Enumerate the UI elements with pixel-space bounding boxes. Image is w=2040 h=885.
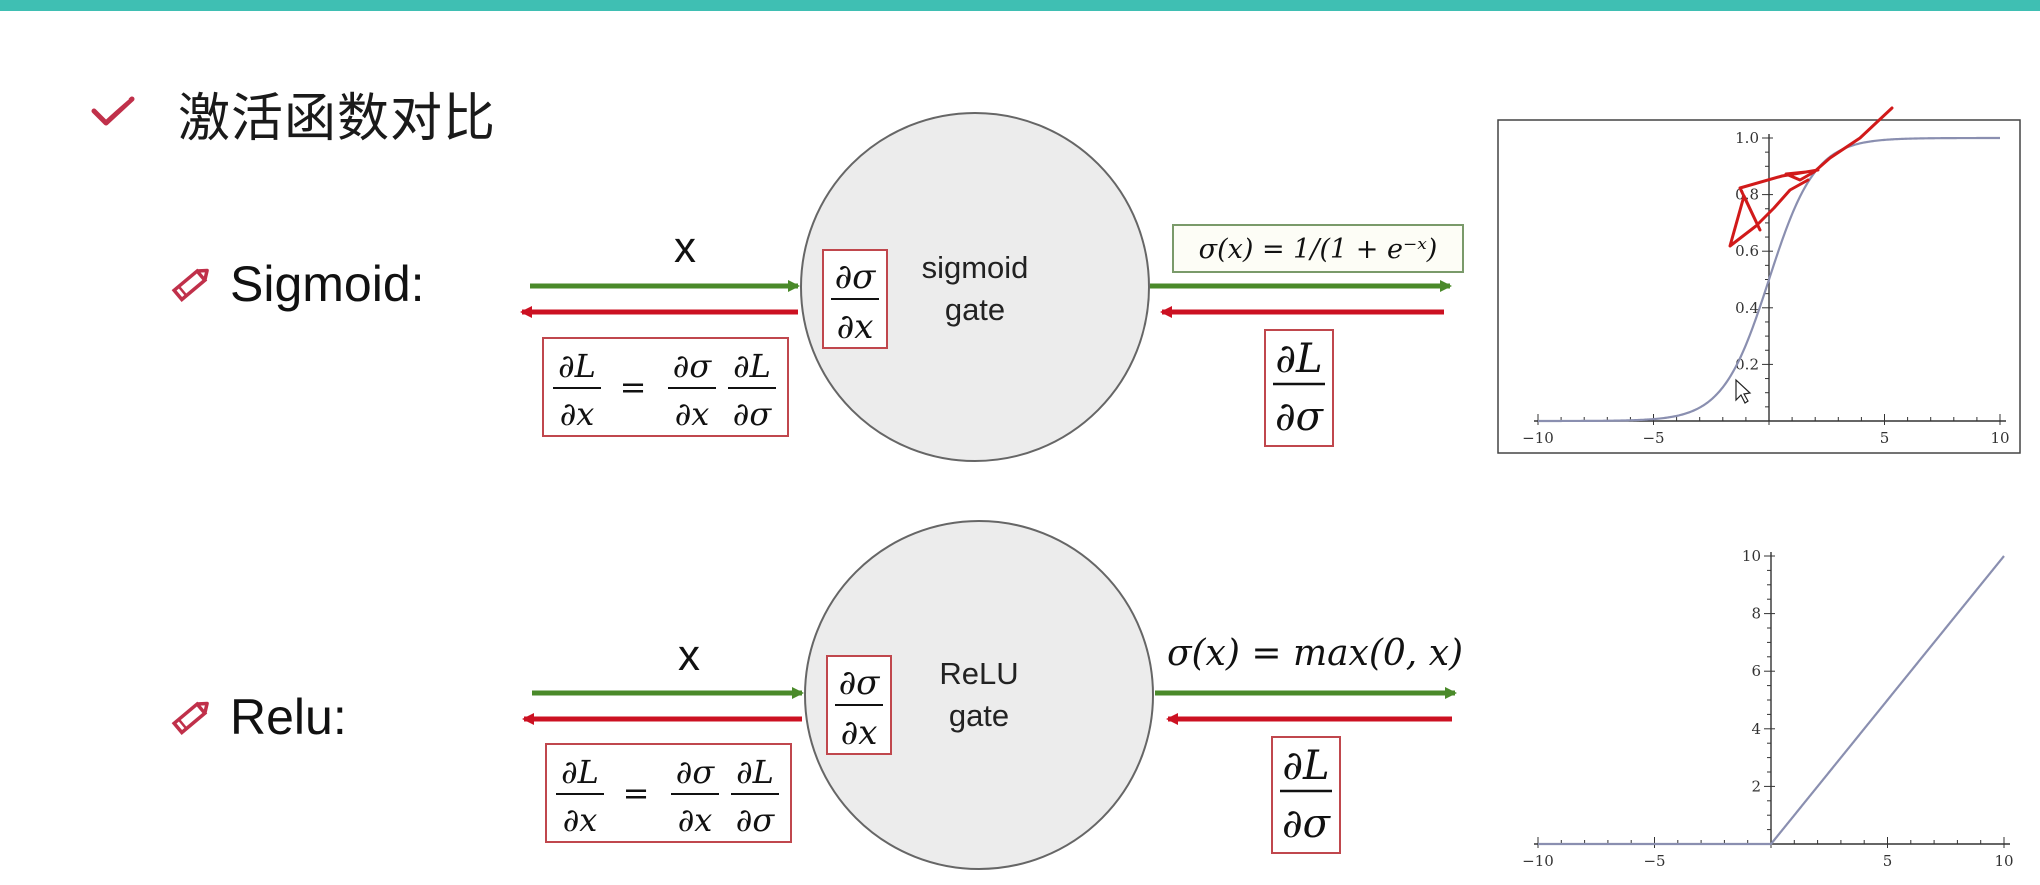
- sigmoid-plot-frame: [1497, 119, 2021, 454]
- function-formula: σ(x) = 1/(1 + e⁻ˣ): [1199, 234, 1438, 265]
- local-grad-num: ∂σ: [839, 663, 881, 703]
- row-label-text: Relu:: [230, 689, 347, 745]
- gate-word: gate: [949, 698, 1009, 733]
- gate-circle: [804, 520, 1154, 870]
- y-tick-label: 0.4: [1735, 299, 1759, 317]
- upstream-den: ∂σ: [1282, 801, 1332, 847]
- y-tick-label: 1.0: [1735, 129, 1759, 147]
- handwritten-annotation: [1728, 106, 1894, 248]
- x-tick-label: −10: [1522, 852, 1554, 870]
- mouse-cursor-icon: [1735, 378, 1752, 404]
- gate-circle: [800, 112, 1150, 462]
- x-tick-label: −10: [1522, 429, 1554, 447]
- chain-equals: =: [620, 368, 647, 406]
- y-tick-label: 8: [1751, 605, 1761, 623]
- y-tick-label: 6: [1751, 662, 1761, 680]
- relu-plot: −10 −5 5 10 2 4 6 8 10: [1522, 547, 2013, 870]
- upstream-gradient-box: [1271, 736, 1341, 854]
- sigmoid-curve: [1538, 136, 2000, 423]
- x-tick-label: 5: [1880, 429, 1890, 447]
- x-tick-label: 10: [1994, 852, 2013, 870]
- chain-lhs-den: ∂x: [560, 395, 595, 433]
- gate-name: sigmoid: [922, 250, 1029, 285]
- chain-lhs-num: ∂L: [558, 347, 596, 385]
- chain-r2-num: ∂L: [733, 347, 771, 385]
- chain-lhs-den: ∂x: [563, 801, 598, 839]
- gate-word: gate: [945, 292, 1005, 327]
- chain-r2-den: ∂σ: [733, 395, 773, 433]
- pencil-icon: [171, 268, 209, 302]
- upstream-num: ∂L: [1275, 336, 1322, 382]
- x-tick-label: −5: [1643, 852, 1665, 870]
- upstream-num: ∂L: [1282, 743, 1329, 789]
- y-tick-label: 4: [1751, 720, 1761, 738]
- checkmark-icon: [91, 96, 135, 126]
- upstream-den: ∂σ: [1275, 394, 1325, 440]
- slide-heading: 激活函数对比: [90, 78, 497, 149]
- page-title: 激活函数对比: [178, 88, 497, 149]
- function-formula-box: [1172, 224, 1464, 273]
- y-tick-label: 0.2: [1735, 355, 1759, 373]
- top-accent-bar: [0, 0, 2040, 11]
- pencil-icon: [171, 701, 209, 735]
- y-tick-label: 2: [1751, 777, 1761, 795]
- chain-r1-num: ∂σ: [676, 753, 716, 791]
- input-x-label: x: [678, 631, 700, 680]
- row-label-text: Sigmoid:: [230, 256, 425, 312]
- relu-gate-diagram: x ∂σ ∂x ReLU gate σ(x) = max(0, x) ∂L ∂σ…: [522, 520, 1463, 870]
- chain-lhs-num: ∂L: [561, 753, 599, 791]
- relu-curve: [1538, 555, 2005, 846]
- chain-r2-den: ∂σ: [736, 801, 776, 839]
- row-label-relu: Relu:: [166, 688, 347, 746]
- x-tick-label: 10: [1990, 429, 2009, 447]
- chain-r1-num: ∂σ: [673, 347, 713, 385]
- x-tick-label: −5: [1642, 429, 1664, 447]
- y-tick-label: 0.6: [1735, 242, 1759, 260]
- chain-equals: =: [623, 774, 650, 812]
- local-grad-den: ∂x: [841, 713, 878, 753]
- upstream-gradient-box: [1264, 329, 1334, 447]
- x-tick-label: 5: [1883, 852, 1893, 870]
- chain-r2-num: ∂L: [736, 753, 774, 791]
- row-label-sigmoid: Sigmoid:: [166, 255, 425, 313]
- function-formula: σ(x) = max(0, x): [1167, 633, 1463, 674]
- local-grad-num: ∂σ: [835, 257, 877, 297]
- input-x-label: x: [674, 223, 696, 272]
- chain-r1-den: ∂x: [678, 801, 713, 839]
- gate-name: ReLU: [939, 656, 1018, 691]
- sigmoid-gate-diagram: x ∂σ ∂x sigmoid gate σ(x) = 1/(1 + e⁻ˣ) …: [520, 112, 1464, 462]
- chain-r1-den: ∂x: [675, 395, 710, 433]
- y-tick-label: 10: [1742, 547, 1761, 565]
- local-grad-den: ∂x: [837, 307, 874, 347]
